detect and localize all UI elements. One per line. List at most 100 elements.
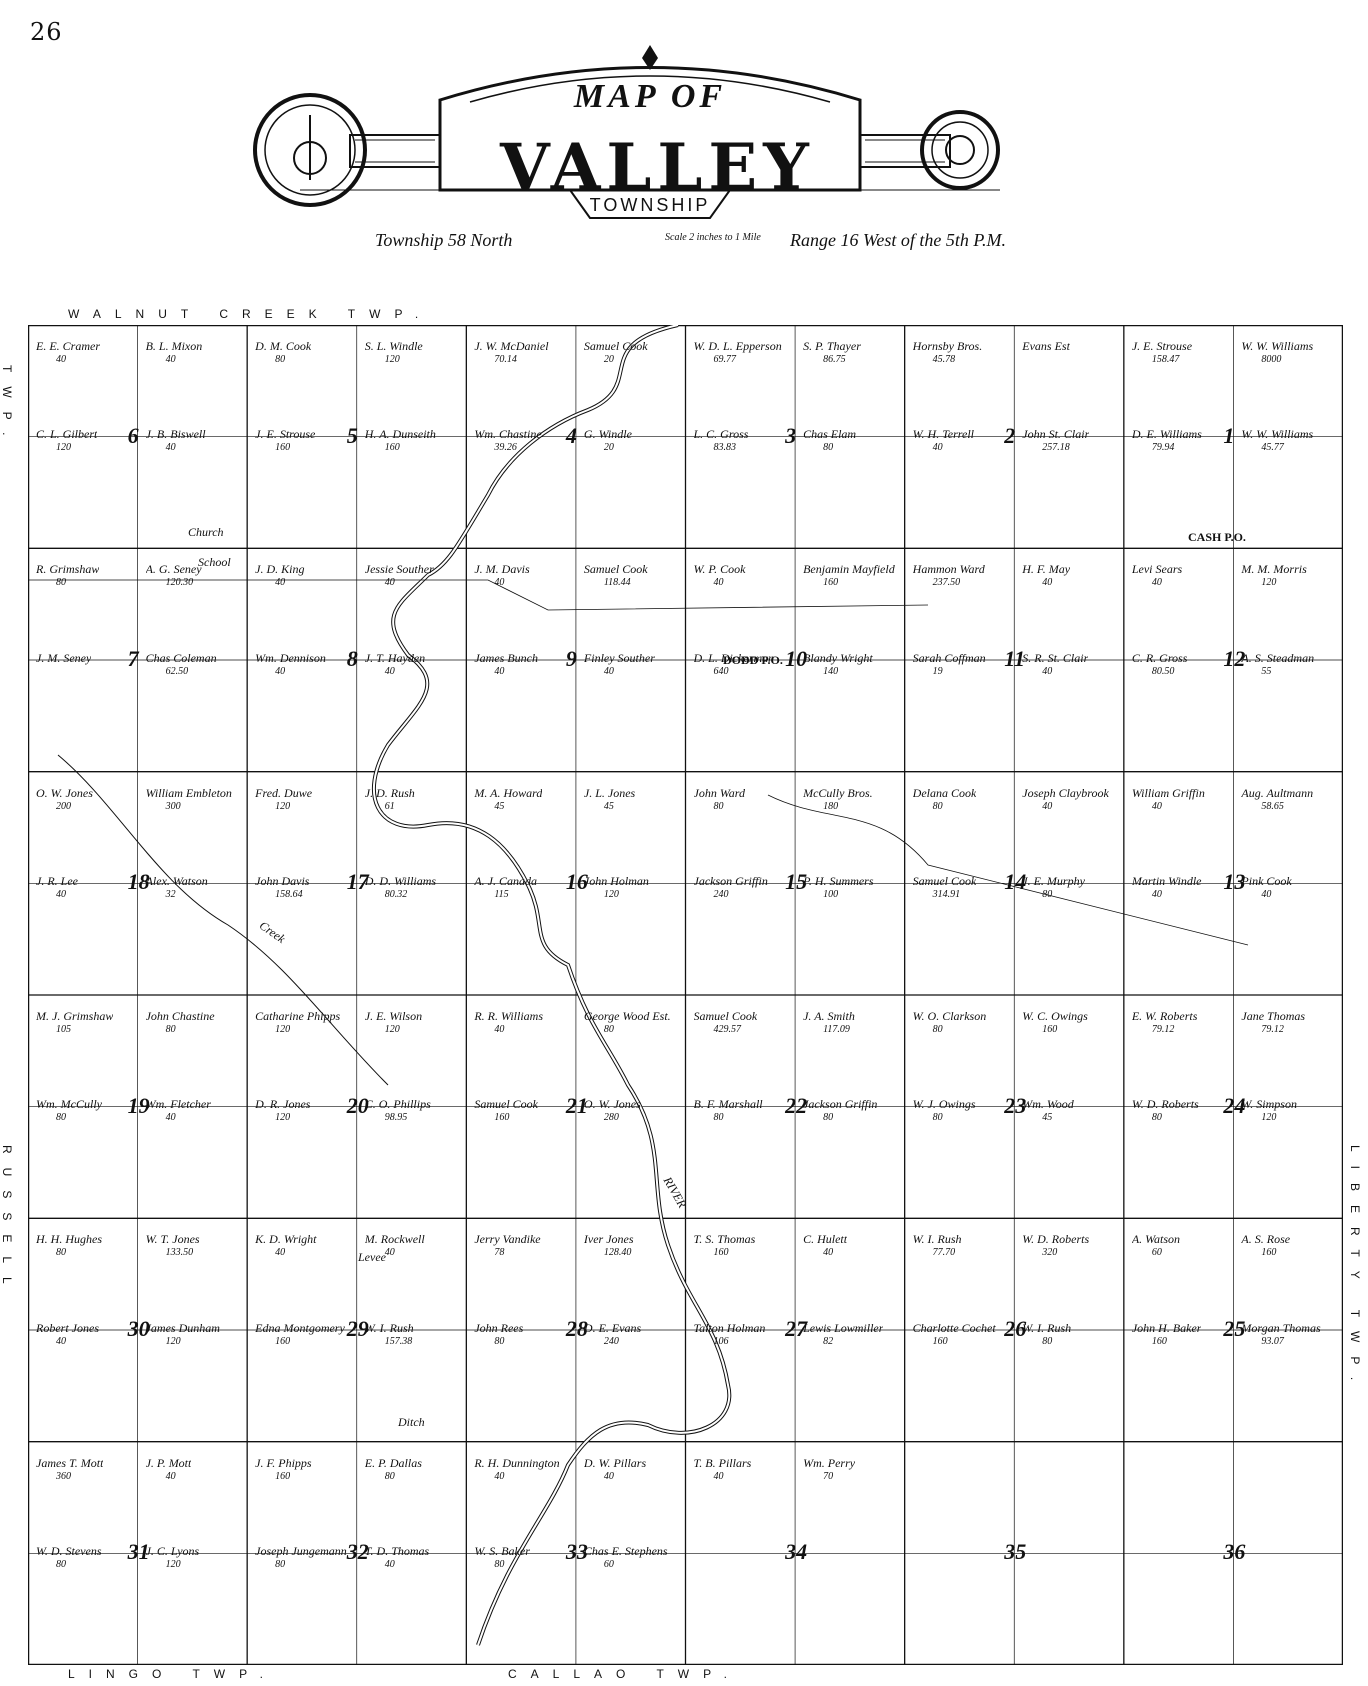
section-number: 21	[565, 1092, 588, 1118]
landowner-name: J. E. Murphy	[1022, 874, 1085, 889]
landowner-name: Hornsby Bros.	[912, 339, 983, 353]
landowner-name: Alex. Watson	[145, 874, 208, 889]
landowner-name: Robert Jones	[36, 1320, 99, 1335]
parcel-acreage: 55	[1261, 665, 1272, 677]
landowner-name: William Griffin	[1131, 785, 1205, 800]
section-number: 8	[346, 646, 358, 671]
parcel-acreage: 20	[603, 354, 614, 365]
landowner-name: K. D. Wright	[255, 1232, 317, 1247]
creek-label: Creek	[256, 918, 288, 946]
cash-post-office: CASH P.O.	[1188, 530, 1246, 544]
landowner-name: J. P. Mott	[145, 1455, 192, 1470]
section-number: 18	[127, 869, 150, 895]
section-number: 22	[785, 1092, 808, 1118]
landowner-name: M. J. Grimshaw	[36, 1009, 114, 1023]
landowner-name: W. I. Rush	[1022, 1320, 1072, 1335]
parcel-acreage: 314.91	[932, 889, 961, 901]
landowner-name: John Davis	[255, 874, 310, 889]
landowner-name: T. D. Thomas	[364, 1544, 430, 1559]
landowner-name: James Dunham	[145, 1320, 220, 1335]
landowner-name: W. C. Owings	[1022, 1009, 1088, 1023]
section-number: 26	[1004, 1316, 1027, 1341]
parcel-acreage: 160	[275, 442, 291, 454]
landowner-name: W. I. Rush	[912, 1232, 962, 1247]
parcel-acreage: 80	[56, 1559, 66, 1571]
landowner-name: Joseph Jungemann	[255, 1544, 347, 1559]
parcel-acreage: 240	[603, 1335, 619, 1347]
parcel-acreage: 93.07	[1261, 1335, 1284, 1347]
landowner-name: E. P. Dallas	[364, 1455, 422, 1470]
section-number: 7	[127, 646, 139, 671]
landowner-name: G. Windle	[583, 427, 632, 442]
landowner-name: Samuel Cook	[583, 562, 648, 577]
landowner-name: A. S. Rose	[1241, 1232, 1291, 1247]
parcel-acreage: 69.77	[713, 354, 737, 365]
parcel-acreage: 80	[603, 1024, 614, 1035]
parcel-acreage: 80.50	[1151, 665, 1175, 677]
parcel-acreage: 120	[603, 889, 619, 901]
landowner-name: L. C. Gross	[693, 427, 749, 442]
landowner-name: H. F. May	[1022, 562, 1071, 577]
parcel-acreage: 40	[932, 442, 943, 454]
parcel-acreage: 40	[56, 354, 66, 365]
border-west-top-label: TWP.	[0, 365, 14, 450]
parcel-acreage: 128.40	[603, 1247, 632, 1259]
parcel-acreage: 98.95	[384, 1112, 408, 1124]
parcel-acreage: 45	[1042, 1112, 1053, 1124]
border-north-label: WALNUT CREEK TWP.	[68, 307, 433, 321]
parcel-acreage: 120	[165, 1559, 181, 1571]
landowner-name: J. R. Lee	[36, 874, 78, 889]
parcel-acreage: 106	[713, 1335, 729, 1347]
section-number: 30	[127, 1316, 150, 1341]
parcel-acreage: 80	[56, 1112, 66, 1124]
landowner-name: J. E. Strouse	[255, 427, 316, 442]
parcel-acreage: 45	[603, 800, 614, 812]
parcel-acreage: 45.77	[1261, 442, 1284, 454]
landowner-name: M. M. Morris	[1241, 562, 1307, 577]
parcel-acreage: 80	[275, 1559, 286, 1571]
landowner-name: B. F. Marshall	[693, 1097, 763, 1112]
parcel-acreage: 40	[275, 1247, 286, 1259]
landowner-name: Levi Sears	[1131, 562, 1183, 577]
section-number: 24	[1223, 1092, 1246, 1118]
landowner-name: O. W. Jones	[36, 785, 93, 800]
parcel-acreage: 237.50	[932, 577, 961, 589]
parcel-acreage: 80	[823, 1112, 834, 1124]
parcel-acreage: 120	[1261, 577, 1277, 589]
landowner-name: J. E. Wilson	[364, 1009, 423, 1023]
parcel-acreage: 160	[1151, 1335, 1167, 1347]
landowner-name: Talton Holman	[693, 1320, 766, 1335]
section-number: 1	[1223, 422, 1235, 448]
section-number: 9	[565, 646, 577, 671]
section-number: 32	[346, 1539, 369, 1565]
road-line-east	[767, 794, 1249, 946]
landowner-name: J. B. Biswell	[145, 427, 206, 442]
section-number: 33	[565, 1539, 588, 1565]
landowner-name: P. H. Summers	[803, 874, 874, 889]
landowner-name: Jackson Griffin	[693, 874, 768, 889]
landowner-name: J. D. King	[255, 562, 305, 577]
parcel-acreage: 157.38	[384, 1335, 413, 1347]
parcel-acreage: 86.75	[823, 354, 846, 365]
parcel-acreage: 120	[165, 1335, 181, 1347]
parcel-acreage: 40	[275, 577, 286, 589]
parcel-acreage: 360	[56, 1470, 71, 1482]
section-number: 15	[785, 869, 808, 895]
parcel-acreage: 40	[603, 665, 614, 677]
parcel-acreage: 70	[823, 1470, 834, 1482]
parcel-acreage: 158.64	[275, 889, 303, 901]
border-west-bottom-label: RUSSELL	[0, 1145, 14, 1298]
landowner-name: D. M. Cook	[255, 339, 312, 353]
landowner-name: George Wood Est.	[583, 1009, 671, 1023]
parcel-acreage: 200	[56, 800, 71, 812]
landowner-name: John H. Baker	[1131, 1320, 1202, 1335]
landowner-name: Wm. Dennison	[255, 650, 326, 665]
parcel-acreage: 40	[1042, 665, 1053, 677]
landowner-name: Iver Jones	[583, 1232, 634, 1247]
parcel-acreage: 120	[56, 442, 71, 454]
parcel-acreage: 40	[823, 1247, 834, 1259]
landowner-name: Morgan Thomas	[1241, 1320, 1321, 1335]
landowner-name: Jerry Vandike	[474, 1232, 541, 1247]
page-number: 26	[30, 18, 63, 46]
parcel-acreage: 120	[275, 1024, 291, 1035]
